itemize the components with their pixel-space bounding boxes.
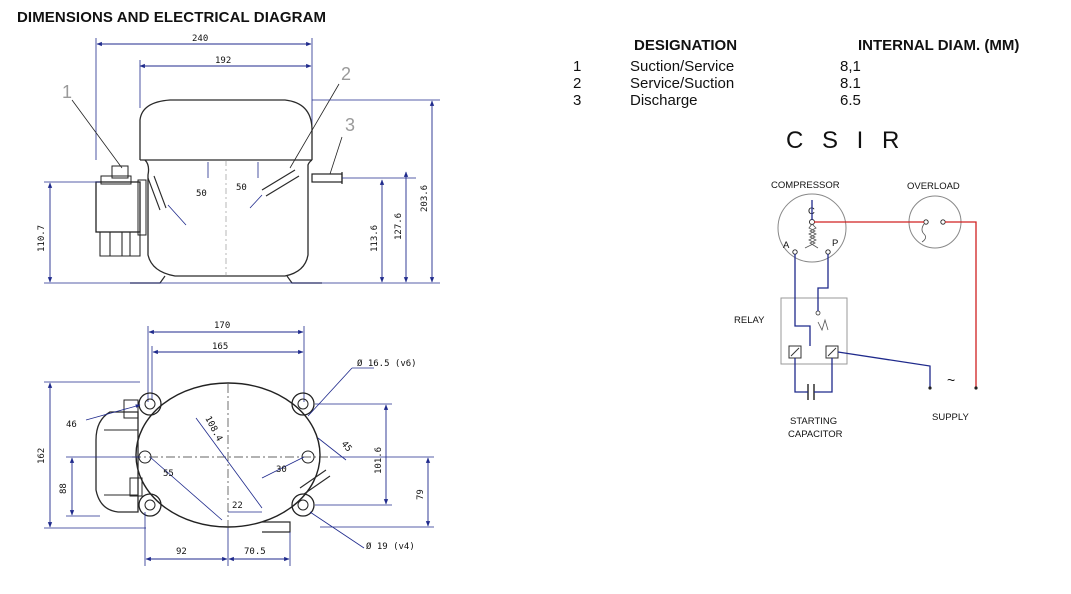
label-supply: SUPPLY — [932, 412, 969, 423]
row-3-diam: 6.5 — [840, 92, 861, 109]
dim-110-7: 110.7 — [37, 225, 47, 252]
label-starting: STARTING — [790, 416, 837, 427]
label-relay: RELAY — [734, 315, 765, 326]
dim-92: 92 — [176, 547, 187, 557]
callout-2: 2 — [341, 64, 351, 84]
designation-table: DESIGNATION INTERNAL DIAM. (MM) 1 Suctio… — [573, 37, 1019, 109]
dim-angle-50a: 50 — [196, 189, 207, 199]
supply-symbol: ~ — [947, 372, 955, 388]
label-capacitor: CAPACITOR — [788, 429, 843, 440]
dim-45: 45 — [339, 440, 354, 455]
terminal-p: P — [832, 238, 838, 249]
row-2-num: 2 — [573, 75, 581, 92]
dim-88: 88 — [59, 483, 69, 494]
dim-192: 192 — [215, 56, 231, 66]
callout-1: 1 — [62, 82, 72, 102]
row-1-designation: Suction/Service — [630, 58, 734, 75]
row-1-diam: 8,1 — [840, 58, 861, 75]
dim-113-6: 113.6 — [370, 225, 380, 252]
row-2-diam: 8.1 — [840, 75, 861, 92]
hole-bottom-label: Ø 19 (v4) — [366, 541, 415, 552]
dim-165: 165 — [212, 342, 228, 352]
wiring-title: C S I R — [786, 127, 905, 154]
side-view: 240 192 50 50 1 — [37, 34, 440, 284]
wiring-diagram: C S I R COMPRESSOR OVERLOAD C A P RELAY — [734, 127, 978, 440]
dim-203-6: 203.6 — [420, 185, 430, 212]
row-2-designation: Service/Suction — [630, 75, 734, 92]
header-designation: DESIGNATION — [634, 37, 737, 54]
dim-angle-50b: 50 — [236, 183, 247, 193]
dim-108-4: 108.4 — [202, 415, 224, 444]
dim-79: 79 — [416, 489, 426, 500]
callout-3: 3 — [345, 115, 355, 135]
dim-101-6: 101.6 — [374, 447, 384, 474]
label-compressor: COMPRESSOR — [771, 180, 840, 191]
top-view: 170 165 108.4 55 30 22 — [37, 321, 434, 566]
header-internal-diam: INTERNAL DIAM. (MM) — [858, 37, 1019, 54]
dim-55: 55 — [163, 469, 174, 479]
dim-127-6: 127.6 — [394, 213, 404, 240]
dim-240: 240 — [192, 34, 208, 44]
row-3-designation: Discharge — [630, 92, 698, 109]
hole-top-label: Ø 16.5 (v6) — [357, 358, 417, 369]
row-3-num: 3 — [573, 92, 581, 109]
terminal-a: A — [783, 240, 790, 251]
page-title: DIMENSIONS AND ELECTRICAL DIAGRAM — [17, 9, 327, 26]
dim-70-5: 70.5 — [244, 547, 266, 557]
row-1-num: 1 — [573, 58, 581, 75]
dim-46: 46 — [66, 420, 77, 430]
dim-22: 22 — [232, 501, 243, 511]
dim-162: 162 — [37, 448, 47, 464]
dim-30: 30 — [276, 465, 287, 475]
dim-170: 170 — [214, 321, 230, 331]
label-overload: OVERLOAD — [907, 181, 960, 192]
